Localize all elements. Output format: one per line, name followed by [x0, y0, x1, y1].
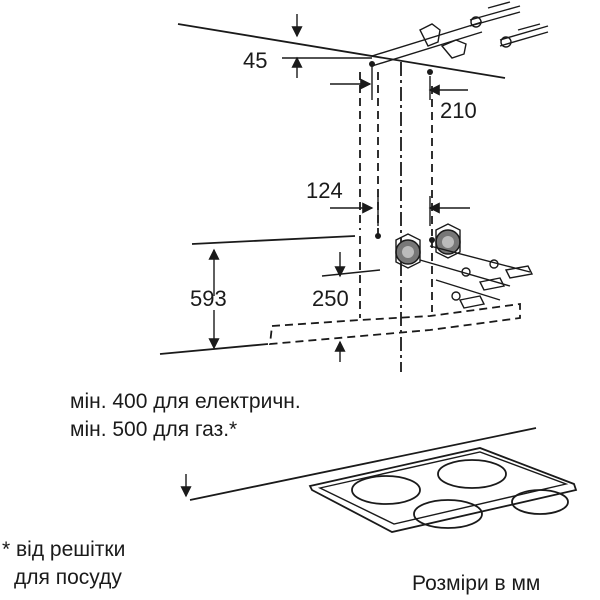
- wall-bracket-top: [369, 21, 483, 75]
- hood-outline: [268, 236, 521, 345]
- dim-45-label: 45: [243, 48, 267, 73]
- screws-top: [469, 1, 549, 48]
- ceiling-line: [177, 23, 506, 79]
- hood-top-line: [191, 235, 356, 245]
- cooktop: [308, 447, 578, 533]
- dimension-250: 250: [312, 252, 381, 362]
- fan-assembly: [375, 223, 461, 269]
- chimney-outline: [359, 62, 433, 372]
- dim-124-label: 124: [306, 178, 343, 203]
- dimension-593: 593: [190, 248, 227, 350]
- note-min-gas: мін. 500 для газ.*: [70, 418, 237, 441]
- dim-210-label: 210: [440, 98, 477, 123]
- footnote-line2: для посуду: [14, 566, 122, 589]
- dimension-124: 124: [306, 178, 470, 226]
- dim-250-label: 250: [312, 286, 349, 311]
- footnote-line1: * від решітки: [2, 538, 125, 561]
- dim-593-label: 593: [190, 286, 227, 311]
- screws-middle: [419, 245, 534, 309]
- cooktop-line: [189, 427, 537, 501]
- dimension-45: 45: [243, 14, 372, 78]
- note-min-electric: мін. 400 для електричн.: [70, 390, 301, 413]
- units-label: Розміри в мм: [412, 572, 540, 595]
- dimension-210: 210: [330, 62, 477, 123]
